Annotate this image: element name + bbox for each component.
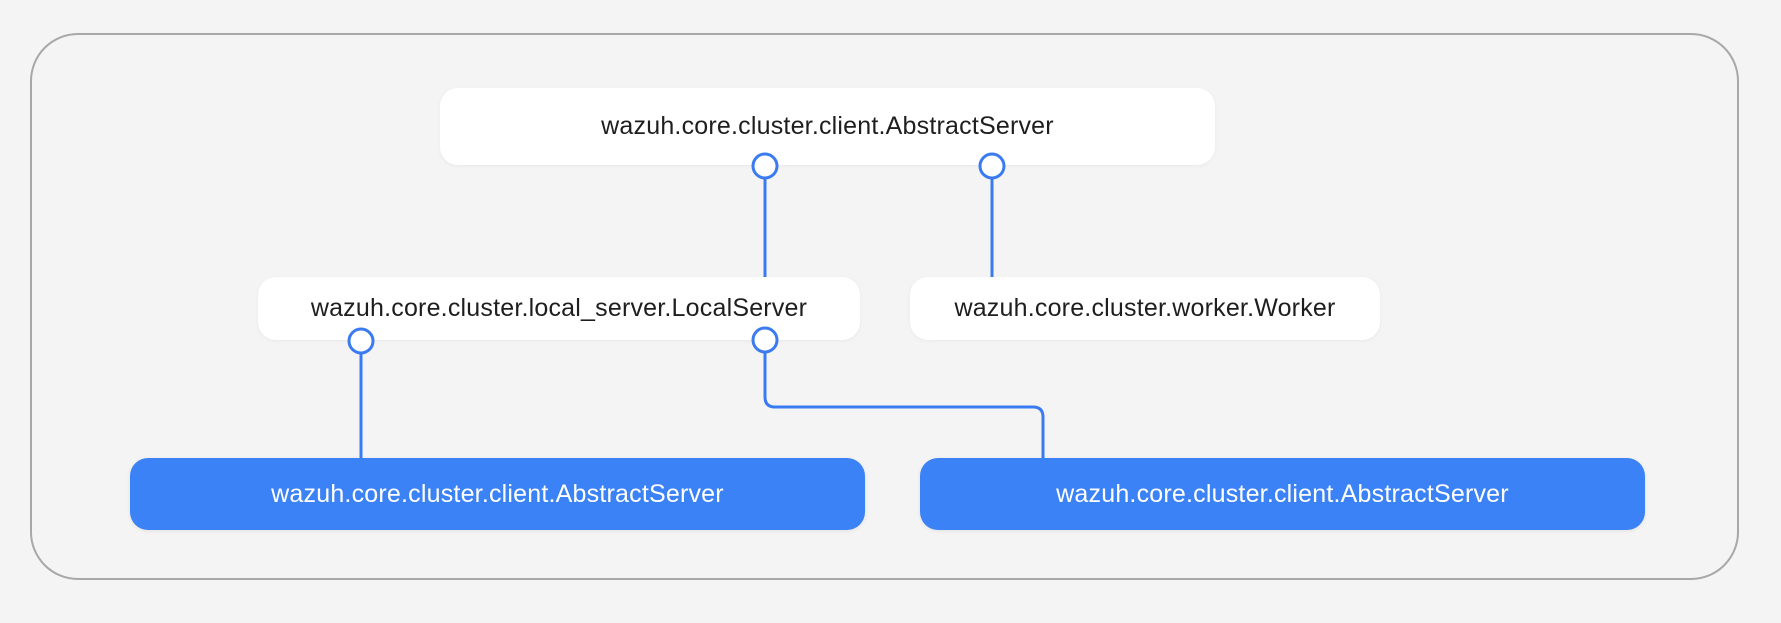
node-abstract-server-parent[interactable]: wazuh.core.cluster.client.AbstractServer bbox=[440, 88, 1215, 165]
diagram-frame bbox=[30, 33, 1739, 580]
node-label: wazuh.core.cluster.client.AbstractServer bbox=[1056, 479, 1509, 508]
node-local-server[interactable]: wazuh.core.cluster.local_server.LocalSer… bbox=[258, 277, 860, 340]
node-label: wazuh.core.cluster.client.AbstractServer bbox=[601, 112, 1054, 140]
node-label: wazuh.core.cluster.local_server.LocalSer… bbox=[310, 294, 808, 322]
node-worker[interactable]: wazuh.core.cluster.worker.Worker bbox=[910, 277, 1380, 340]
node-label: wazuh.core.cluster.worker.Worker bbox=[954, 294, 1336, 322]
node-abstract-server-child-left[interactable]: wazuh.core.cluster.client.AbstractServer bbox=[130, 458, 865, 530]
node-abstract-server-child-right[interactable]: wazuh.core.cluster.client.AbstractServer bbox=[920, 458, 1645, 530]
node-label: wazuh.core.cluster.client.AbstractServer bbox=[271, 479, 724, 508]
